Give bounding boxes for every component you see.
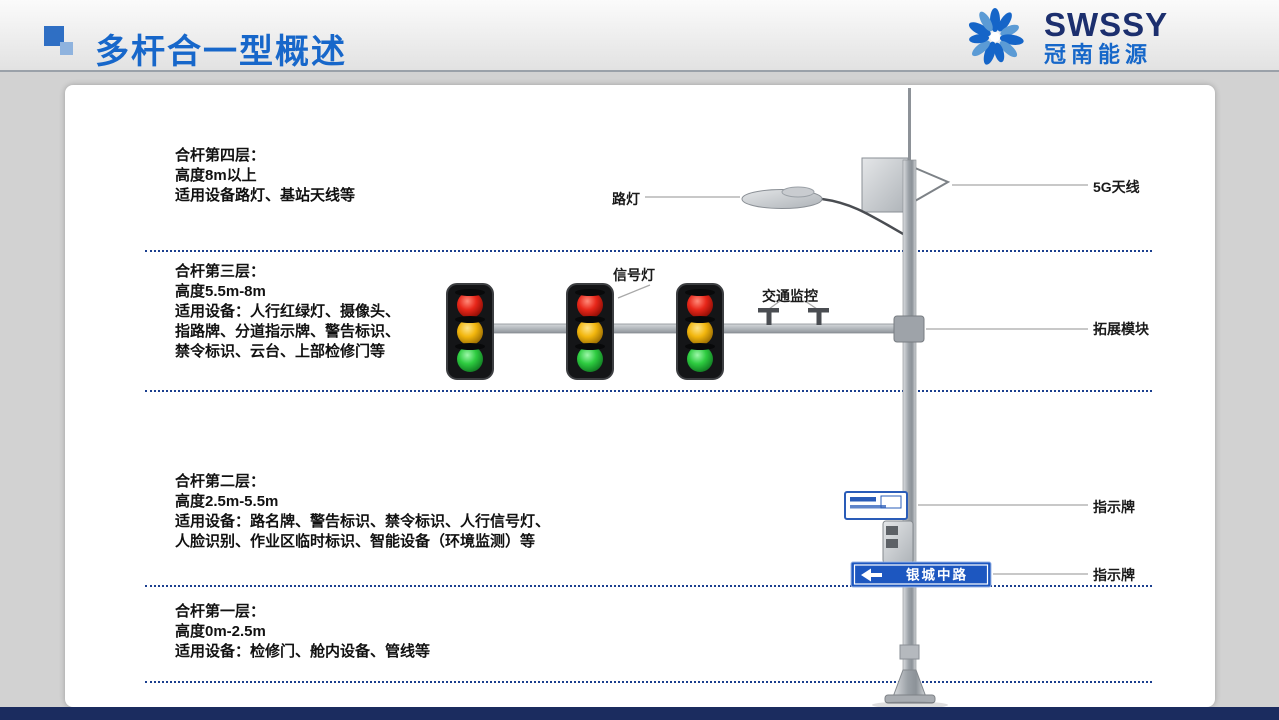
layer-title: 合杆第二层： — [175, 473, 266, 490]
bottom-bar — [0, 707, 1279, 720]
layer-height: 高度5.5m-8m — [175, 283, 266, 300]
green-light — [577, 346, 603, 372]
leader-monitor-left — [768, 300, 781, 310]
title-bullet-square-small — [60, 42, 73, 55]
antenna-5g-box — [861, 157, 909, 213]
red-light — [457, 292, 483, 318]
layer-devices: 禁令标识、云台、上部检修门等 — [175, 343, 386, 360]
layer-3-description: 合杆第三层： 高度5.5m-8m 适用设备：人行红绿灯、摄像头、 指路牌、分道指… — [175, 262, 400, 362]
monitor-mount-stem — [816, 312, 822, 325]
layer-2-description: 合杆第二层： 高度2.5m-5.5m 适用设备：路名牌、警告标识、禁令标识、人行… — [175, 472, 550, 552]
company-logo: SWSSY 冠南能源 — [959, 4, 1259, 68]
logo-text: SWSSY 冠南能源 — [1044, 8, 1168, 67]
equipment-box — [882, 520, 914, 564]
logo-subtitle-text: 冠南能源 — [1044, 42, 1153, 67]
main-pole — [902, 159, 917, 704]
green-light — [457, 346, 483, 372]
layer-height: 高度8m以上 — [175, 167, 257, 184]
layer-title: 合杆第三层： — [175, 263, 266, 280]
layer-devices: 适用设备：人行红绿灯、摄像头、 — [175, 303, 401, 320]
yellow-light — [457, 319, 483, 345]
label-5g-antenna: 5G天线 — [1093, 179, 1140, 195]
antenna-bracket — [907, 164, 951, 206]
traffic-light-1 — [446, 283, 494, 380]
layer-title: 合杆第一层： — [175, 603, 266, 620]
header-divider-line — [0, 70, 1279, 72]
monitor-mount-plate — [808, 308, 829, 313]
title-bullet-square-large — [44, 26, 64, 46]
sign-board-upper-graphic — [844, 491, 908, 520]
layer-devices: 适用设备：路名牌、警告标识、禁令标识、人行信号灯、 — [175, 513, 551, 530]
label-expansion-module: 拓展模块 — [1093, 321, 1149, 337]
layer-devices: 适用设备：检修门、舱内设备、管线等 — [175, 643, 431, 660]
traffic-light-3 — [676, 283, 724, 380]
yellow-light — [577, 319, 603, 345]
road-name-sign: 银城中路 — [850, 561, 992, 588]
logo-brand-text: SWSSY — [1044, 6, 1169, 43]
layer-devices: 指路牌、分道指示牌、警告标识、 — [175, 323, 401, 340]
red-light — [687, 292, 713, 318]
label-sign-board-lower: 指示牌 — [1093, 567, 1135, 583]
label-sign-board-upper: 指示牌 — [1093, 499, 1135, 515]
leader-lines — [617, 184, 1088, 575]
lamp-arm-cable — [821, 197, 906, 237]
logo-starburst-icon — [968, 8, 1024, 65]
page-title: 多杆合一型概述 — [95, 33, 347, 71]
multifunction-pole-diagram: 银城中路 — [446, 88, 1088, 709]
arm-pole-junction — [893, 315, 925, 343]
layer-title: 合杆第四层： — [175, 147, 266, 164]
left-arrow-icon — [861, 568, 882, 582]
road-name-text: 银城中路 — [906, 567, 968, 583]
layer-divider-dotted-line-1 — [145, 250, 1152, 252]
yellow-light — [687, 319, 713, 345]
monitor-mount-stem — [766, 312, 772, 325]
label-street-lamp: 路灯 — [612, 191, 640, 207]
layer-devices: 适用设备路灯、基站天线等 — [175, 187, 356, 204]
leader-monitor-right — [804, 300, 818, 310]
layer-1-description: 合杆第一层： 高度0m-2.5m 适用设备：检修门、舱内设备、管线等 — [175, 602, 430, 662]
label-traffic-monitor: 交通监控 — [762, 288, 818, 304]
layer-4-description: 合杆第四层： 高度8m以上 适用设备路灯、基站天线等 — [175, 146, 355, 206]
traffic-light-2 — [566, 283, 614, 380]
pole-base-flare — [892, 669, 927, 698]
layer-devices: 人脸识别、作业区临时标识、智能设备（环境监测）等 — [175, 533, 536, 550]
pole-collar — [899, 644, 920, 660]
green-light — [687, 346, 713, 372]
content-panel — [65, 85, 1215, 707]
traffic-monitor-mounts — [758, 308, 829, 325]
street-lamp-cap — [781, 186, 815, 198]
layer-divider-dotted-line-2 — [145, 390, 1152, 392]
leader-signal-light — [617, 284, 651, 299]
layer-divider-dotted-line-4 — [145, 681, 1152, 683]
slide-header: 多杆合一型概述 SWSSY — [0, 0, 1279, 71]
pole-base-plate — [884, 694, 936, 704]
base-shadow — [872, 701, 948, 709]
label-signal-light: 信号灯 — [613, 267, 655, 283]
monitor-mount-plate — [758, 308, 779, 313]
layer-divider-dotted-line-3 — [145, 585, 1152, 587]
layer-height: 高度0m-2.5m — [175, 623, 266, 640]
layer-height: 高度2.5m-5.5m — [175, 493, 279, 510]
red-light — [577, 292, 603, 318]
